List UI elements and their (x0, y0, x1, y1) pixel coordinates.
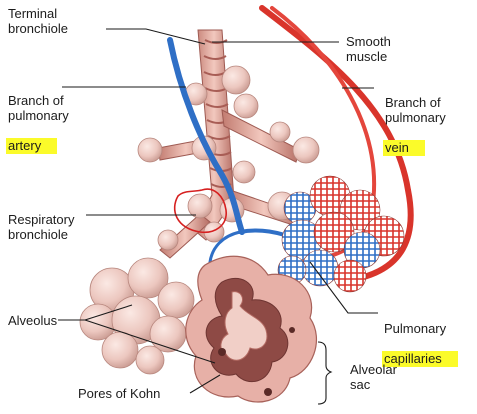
label-vein-highlighted: vein (383, 140, 425, 156)
label-branch-pulmonary-artery-text: Branch of pulmonary (8, 93, 69, 123)
label-pores-of-kohn: Pores of Kohn (78, 386, 161, 401)
alveolus-cluster (79, 257, 195, 375)
label-capillaries-highlighted: capillaries (382, 351, 458, 367)
alveolar-sac-section (185, 255, 318, 403)
capillary-cluster (277, 175, 405, 293)
label-respiratory-bronchiole: Respiratory bronchiole (8, 212, 75, 242)
red-annotation-outline (173, 188, 227, 234)
label-alveolar-sac: Alveolar sac (350, 362, 397, 392)
label-branch-pulmonary-vein: Branch of pulmonary vein (383, 80, 446, 156)
label-pulmonary-capillaries: Pulmonary capillaries (382, 306, 458, 367)
label-branch-pulmonary-vein-text: Branch of pulmonary (385, 95, 446, 125)
label-pulmonary-capillaries-line1: Pulmonary (384, 321, 447, 336)
label-branch-pulmonary-artery: Branch of pulmonary artery (6, 78, 69, 154)
terminal-bronchiole-tube (157, 29, 301, 259)
label-artery-highlighted: artery (6, 138, 58, 154)
leader-lines (58, 28, 378, 405)
label-smooth-muscle: Smooth muscle (346, 34, 391, 64)
label-terminal-bronchiole: Terminal bronchiole (8, 6, 68, 36)
label-alveolus: Alveolus (8, 313, 58, 328)
